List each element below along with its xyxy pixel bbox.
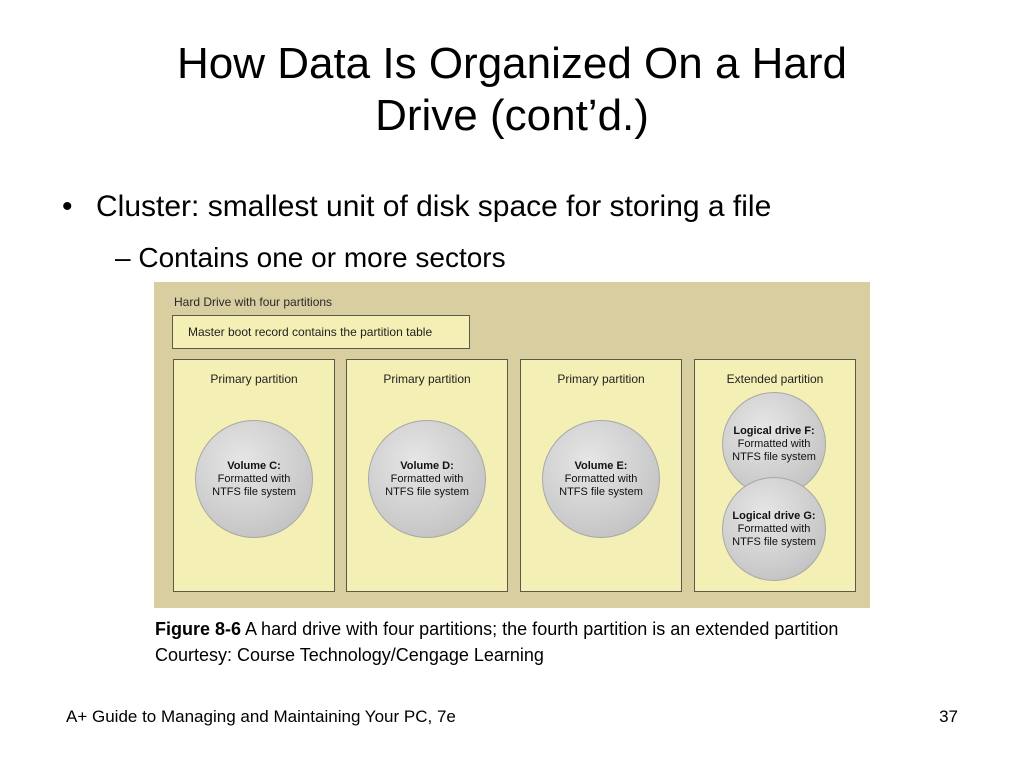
partition-4-extended: Extended partition Logical drive F: Form… [694,359,856,592]
sub-bullet-text: – Contains one or more sectors [115,242,506,273]
partition-3: Primary partition Volume E: Formatted wi… [520,359,682,592]
volume-c-disk: Volume C: Formatted with NTFS file syste… [195,420,313,538]
title-line-1: How Data Is Organized On a Hard [176,39,848,88]
caption-text: A hard drive with four partitions; the f… [241,619,839,639]
partition-label: Primary partition [557,372,645,386]
volume-desc: Formatted with [390,472,464,485]
partition-diagram: Hard Drive with four partitions Master b… [154,282,870,608]
volume-d-disk: Volume D: Formatted with NTFS file syste… [368,420,486,538]
volume-name: Logical drive G: [732,509,816,522]
volume-name: Volume D: [400,459,454,472]
volume-name: Volume C: [227,459,281,472]
volume-e-disk: Volume E: Formatted with NTFS file syste… [542,420,660,538]
bullet-item: • Cluster: smallest unit of disk space fo… [62,187,771,227]
partition-1: Primary partition Volume C: Formatted wi… [173,359,335,592]
partition-label: Extended partition [726,372,824,386]
partition-label: Primary partition [210,372,298,386]
page-number: 37 [939,707,958,726]
volume-desc: NTFS file system [732,535,816,548]
figure-label: Figure 8-6 [155,619,242,639]
volume-desc: Formatted with [564,472,638,485]
volume-desc: Formatted with [737,437,811,450]
slide-title: How Data Is Organized On a Hard Drive (c… [0,38,1024,142]
bullet-marker: • [62,190,73,223]
title-line-2: Drive (cont’d.) [375,91,649,140]
volume-desc: NTFS file system [212,485,296,498]
volume-name: Volume E: [574,459,628,472]
footer-book-title: A+ Guide to Managing and Maintaining You… [66,707,456,726]
volume-desc: Formatted with [737,522,811,535]
partition-label: Primary partition [383,372,471,386]
logical-drive-g-disk: Logical drive G: Formatted with NTFS fil… [722,477,826,581]
mbr-box: Master boot record contains the partitio… [172,315,470,349]
courtesy-text: Courtesy: Course Technology/Cengage Lear… [155,645,544,665]
volume-desc: NTFS file system [559,485,643,498]
bullet-text: Cluster: smallest unit of disk space for… [96,190,772,223]
volume-desc: Formatted with [217,472,291,485]
figure-caption: Figure 8-6 A hard drive with four partit… [155,616,855,668]
partition-2: Primary partition Volume D: Formatted wi… [346,359,508,592]
diagram-title: Hard Drive with four partitions [174,295,333,309]
volume-name: Logical drive F: [733,424,815,437]
volume-desc: NTFS file system [385,485,469,498]
volume-desc: NTFS file system [732,450,816,463]
